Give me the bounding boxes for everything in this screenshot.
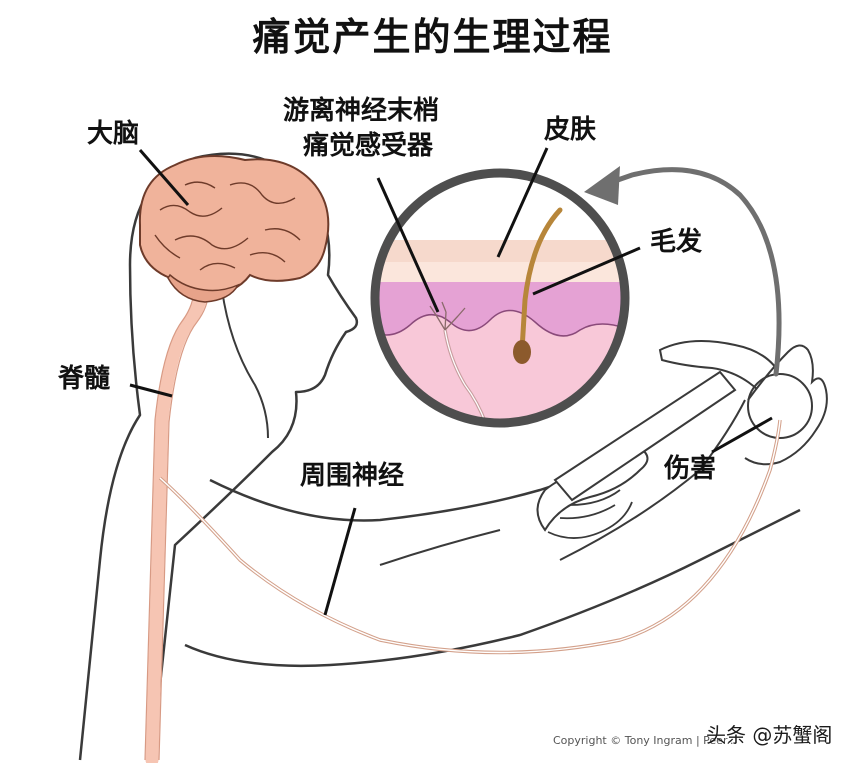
arm-lower-outline (184, 508, 801, 668)
cerebellum (167, 273, 240, 303)
forearm-outline (559, 399, 746, 561)
peripheral-nerve-core (159, 419, 781, 654)
label-skin: 皮肤 (544, 115, 597, 145)
label-brain: 大脑 (87, 119, 140, 149)
label-peripheral-nerve: 周围神经 (300, 461, 405, 491)
leader-injury (711, 416, 773, 454)
label-injury: 伤害 (664, 454, 717, 484)
holding-hand-fingers (547, 489, 633, 539)
magnifier-border (370, 168, 630, 428)
leader-hair (532, 246, 641, 296)
neck-outline (221, 289, 269, 439)
hammer-handle (553, 370, 737, 502)
watermark: 头条 @苏蟹阁 (706, 723, 833, 747)
leader-peripheral-nerve (323, 507, 357, 616)
label-free-nerve-ending-line1: 游离神经末梢 (283, 96, 440, 126)
signal-arrowhead (584, 166, 620, 205)
body-outline (78, 152, 359, 761)
leader-skin (496, 147, 549, 258)
spinal-cord (145, 273, 208, 763)
copyright-notice: Copyright © Tony Ingram | Peer... (553, 734, 737, 747)
leader-free-nerve-ending (376, 177, 440, 313)
brain-gyri (154, 181, 301, 271)
forearm-outline-2 (379, 529, 501, 566)
leader-spinal-cord (129, 383, 173, 398)
label-hair: 毛发 (650, 227, 703, 257)
label-free-nerve-ending-line2: 痛觉感受器 (303, 131, 434, 161)
skin-cross-section (375, 207, 625, 423)
label-spinal-cord: 脊髓 (58, 364, 111, 394)
signal-arrow (609, 167, 782, 377)
diagram-title: 痛觉产生的生理过程 (252, 15, 613, 59)
brain (138, 155, 330, 297)
leader-brain (138, 149, 190, 206)
injury-site-circle (747, 373, 813, 439)
